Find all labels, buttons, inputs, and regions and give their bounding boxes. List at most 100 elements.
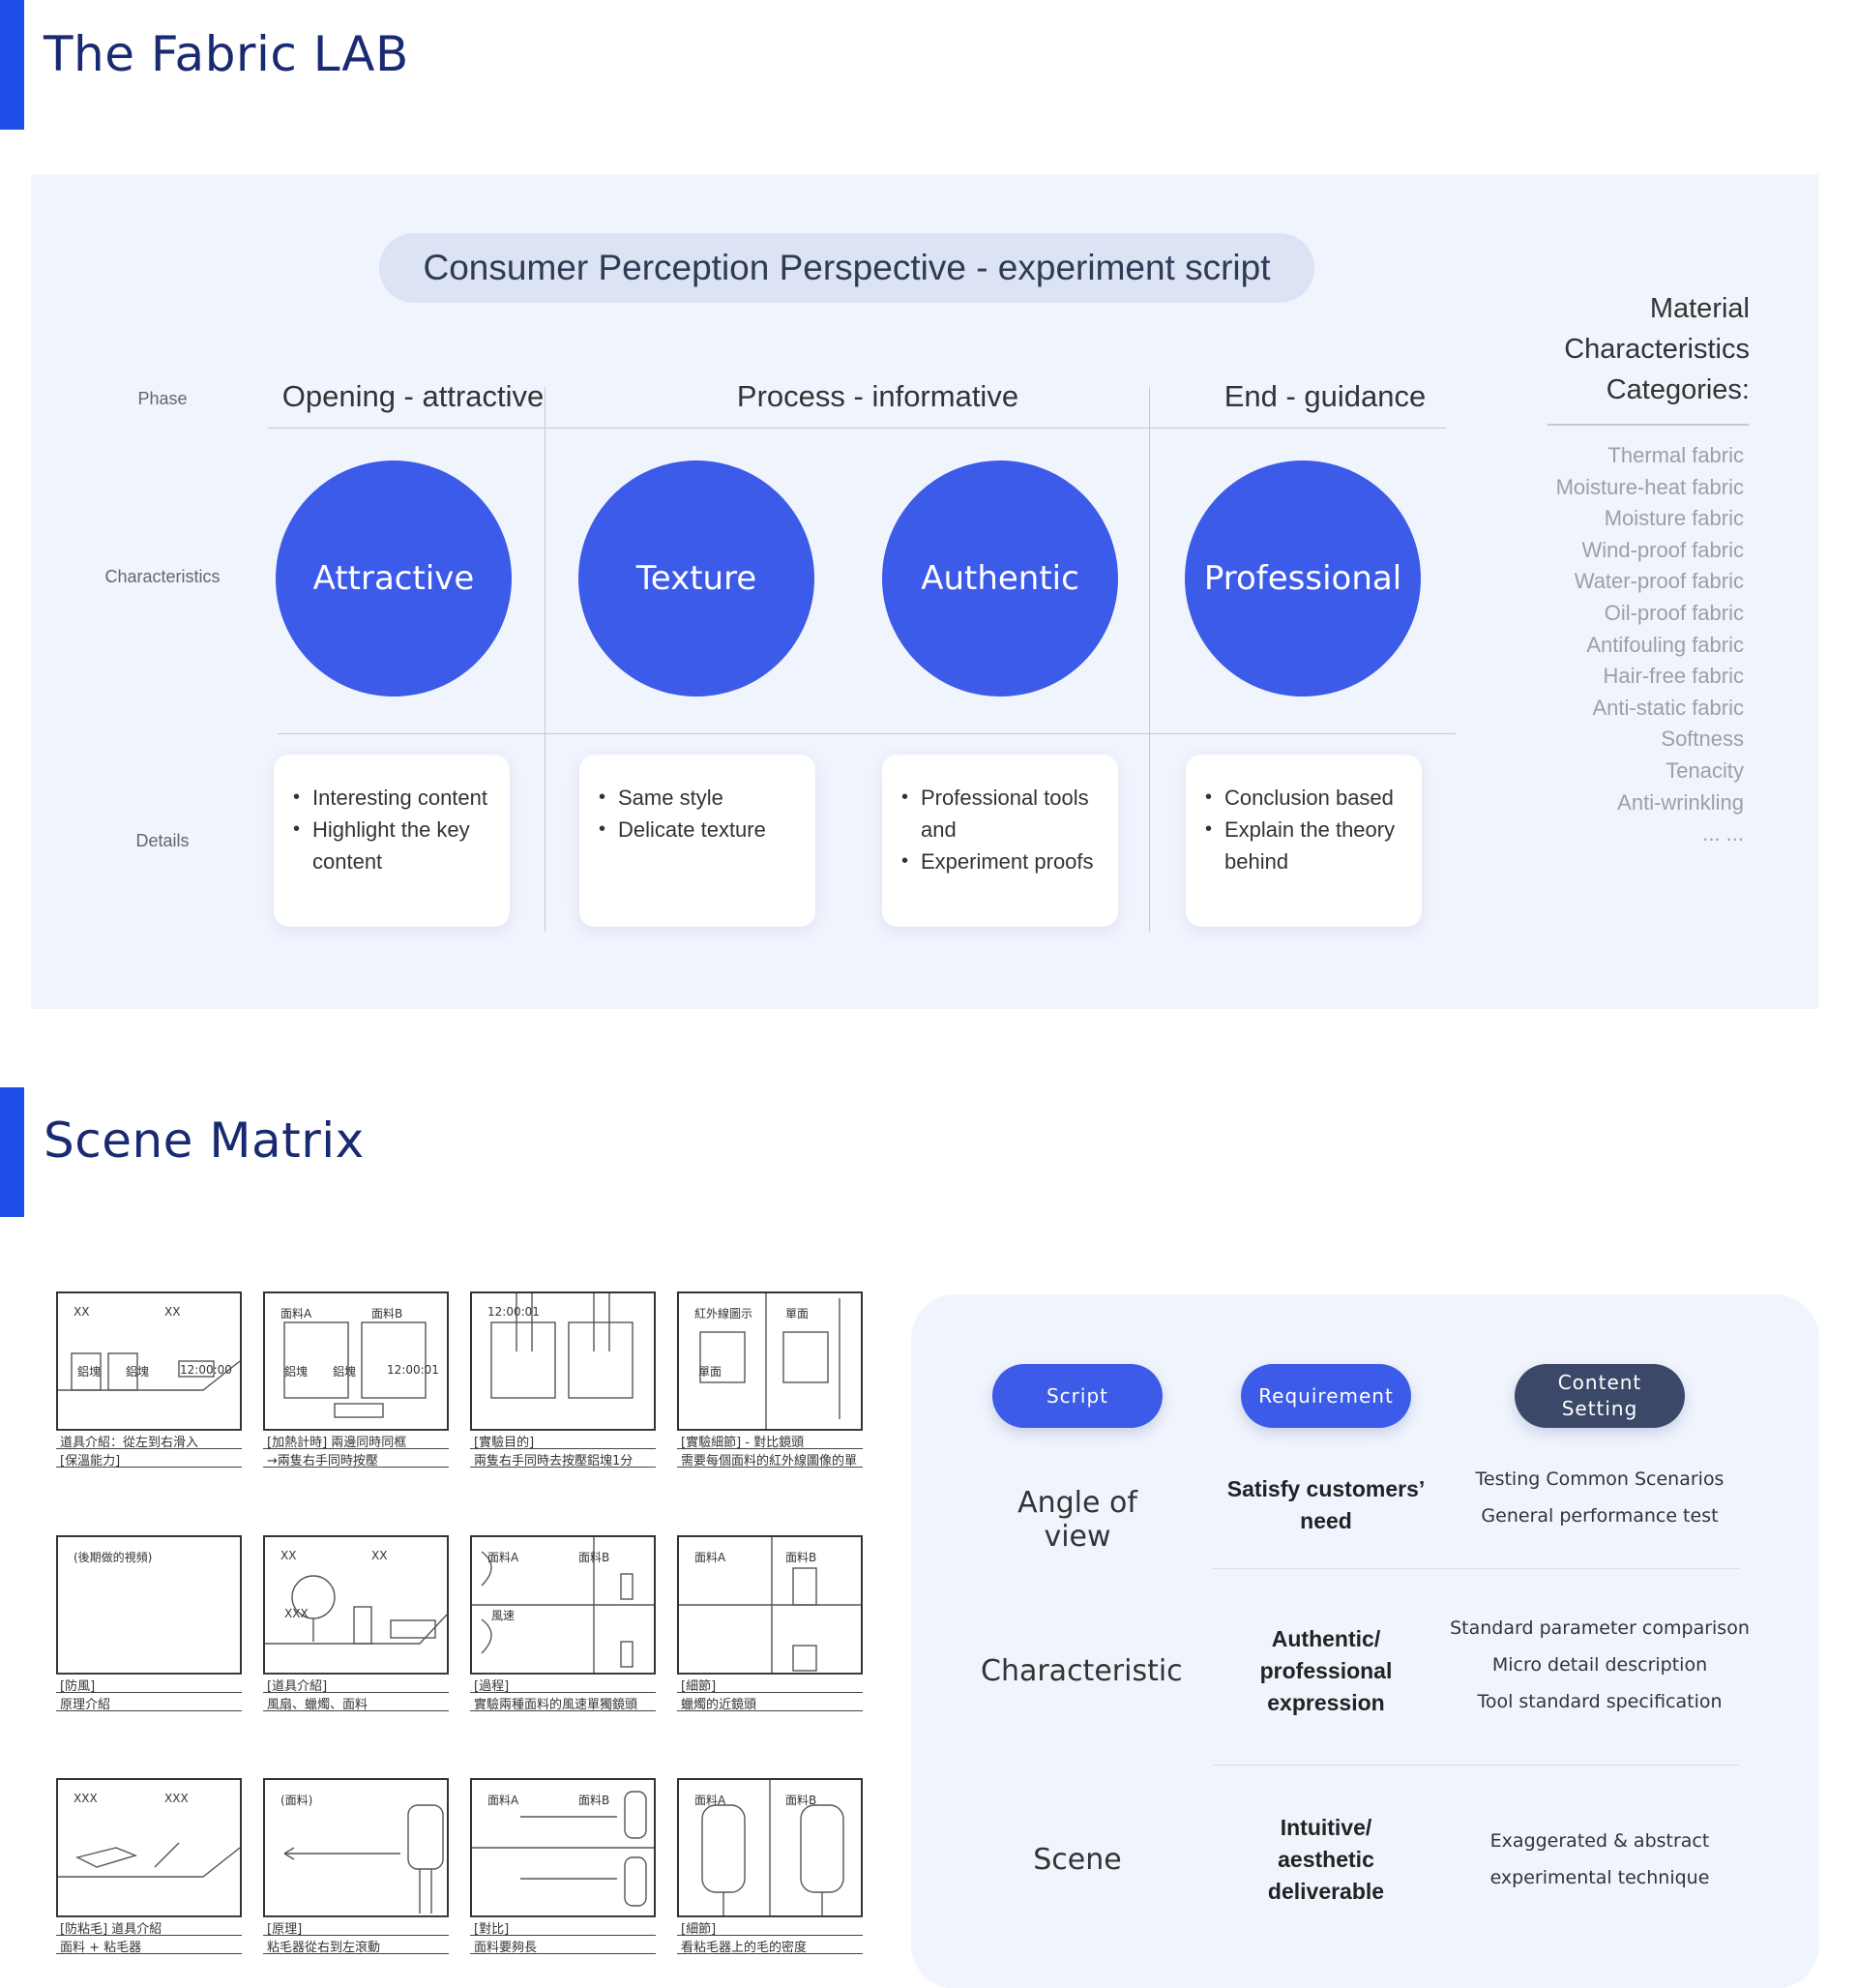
column-divider-2 — [1149, 387, 1150, 932]
sketch-label: 紅外線圖示 — [694, 1307, 753, 1320]
content-line: experimental technique — [1489, 1867, 1710, 1888]
row-characteristic: Characteristic — [981, 1654, 1183, 1688]
caption-rule — [677, 1430, 863, 1431]
row-scene: Scene — [1033, 1843, 1122, 1877]
material-item: Water-proof fabric — [1574, 569, 1744, 594]
storyboard-caption: 面料要夠長 — [474, 1941, 538, 1955]
sketch-frame: 紅外線圖示單面單面 — [677, 1291, 863, 1431]
caption-rule — [263, 1430, 449, 1431]
caption-rule — [56, 1674, 242, 1675]
section-accent-bar — [0, 1087, 24, 1217]
caption-rule — [470, 1674, 656, 1675]
storyboard-frame: 紅外線圖示單面單面[實驗細節] - 對比鏡頭需要每個面料的紅外線圖像的單 — [677, 1291, 863, 1469]
sketch-label: 面料B — [785, 1551, 817, 1564]
caption-rule — [56, 1935, 242, 1936]
caption-rule — [470, 1467, 656, 1468]
storyboard-caption: 原理介紹 — [60, 1698, 111, 1712]
caption-rule — [56, 1692, 242, 1693]
phase-process: Process - informative — [736, 379, 1019, 413]
material-item: Thermal fabric — [1607, 443, 1744, 467]
storyboard-caption: [防粘毛] 道具介紹 — [60, 1922, 162, 1937]
section-title-fabric-lab: The Fabric LAB — [44, 26, 409, 82]
caption-rule — [56, 1448, 242, 1449]
detail-item: Interesting content — [293, 782, 500, 814]
storyboard-caption: [實驗目的] — [474, 1436, 535, 1450]
detail-item: Conclusion based — [1205, 782, 1412, 814]
caption-rule — [263, 1916, 449, 1917]
detail-item: Explain the theory behind — [1205, 814, 1412, 877]
storyboard-frame: (面料)[原理]粘毛器從右到左滾動 — [263, 1778, 449, 1955]
caption-rule — [677, 1710, 863, 1711]
sketch-frame: 面料A 面料B — [677, 1535, 863, 1675]
material-item: Anti-static fabric — [1592, 695, 1745, 720]
caption-rule — [56, 1953, 242, 1954]
caption-rule — [263, 1935, 449, 1936]
material-item: Tenacity — [1665, 757, 1744, 783]
content-line: Micro detail description — [1491, 1654, 1708, 1676]
sketch-label: 面料B — [785, 1794, 817, 1807]
material-item: Moisture-heat fabric — [1555, 474, 1744, 499]
sketch-label: 鋁塊 — [77, 1365, 102, 1379]
sketch-label: 面料B — [371, 1307, 403, 1320]
row-label-details: Details — [135, 831, 190, 850]
row-angle-of-view: Angle of view — [1017, 1486, 1137, 1554]
content-angle-of-view: Testing Common Scenarios General perform… — [1440, 1461, 1759, 1534]
sketch-label: XX — [280, 1549, 297, 1562]
content-scene: Exaggerated & abstract experimental tech… — [1440, 1823, 1759, 1896]
storyboard-caption: [防風] — [60, 1679, 96, 1694]
row-label-characteristics: Characteristics — [104, 567, 221, 586]
tag-requirement: Requirement — [1241, 1364, 1411, 1428]
tag-content-setting: Content Setting — [1515, 1364, 1685, 1428]
sketch-label: XX — [164, 1305, 181, 1319]
material-item: ... ... — [1702, 821, 1744, 846]
sketch-label: 單面 — [785, 1307, 810, 1320]
phase-opening: Opening - attractive — [281, 379, 545, 413]
sketch-label: 面料A — [694, 1551, 726, 1564]
details-card-texture: Same styleDelicate texture — [579, 755, 815, 927]
detail-item: Highlight the key content — [293, 814, 500, 877]
sketch-frame: (後期做的視頻) — [56, 1535, 242, 1675]
caption-rule — [677, 1935, 863, 1936]
characteristic-circle-attractive: Attractive — [276, 460, 512, 697]
storyboard-caption: [對比] — [474, 1922, 510, 1937]
storyboard-caption: [原理] — [267, 1922, 303, 1937]
caption-rule — [470, 1916, 656, 1917]
sketch-label: 面料A — [487, 1551, 519, 1564]
sketch-frame: 12:00:01 — [470, 1291, 656, 1431]
sketch-label: 鋁塊 — [333, 1365, 357, 1379]
caption-rule — [677, 1692, 863, 1693]
phase-underline — [268, 428, 1446, 429]
section-accent-bar — [0, 0, 24, 130]
storyboard-caption: [細節] — [681, 1922, 717, 1937]
sketch-label: 面料A — [694, 1794, 726, 1807]
material-categories-title: Material Characteristics Categories: — [1564, 293, 1750, 405]
requirement-angle-of-view: Satisfy customers’ need — [1226, 1476, 1426, 1533]
material-item: Softness — [1661, 727, 1744, 752]
details-card-attractive: Interesting contentHighlight the key con… — [274, 755, 510, 927]
storyboard-caption: [實驗細節] - 對比鏡頭 — [681, 1436, 805, 1450]
sketch-label: 面料A — [280, 1307, 312, 1320]
row-separator — [1213, 1568, 1739, 1569]
material-item: Anti-wrinkling — [1617, 789, 1744, 815]
script-title-pill: Consumer Perception Perspective - experi… — [379, 233, 1314, 303]
storyboard-caption: 風扇、蠟燭、面料 — [267, 1698, 368, 1712]
caption-rule — [56, 1710, 242, 1711]
section-title-scene-matrix: Scene Matrix — [44, 1113, 365, 1169]
caption-rule — [263, 1467, 449, 1468]
caption-rule — [56, 1430, 242, 1431]
content-characteristic: Standard parameter comparison Micro deta… — [1440, 1610, 1759, 1720]
sketch-frame: 面料A 面料B — [677, 1778, 863, 1917]
storyboard-caption: →兩隻右手同時按壓 — [267, 1454, 378, 1469]
caption-rule — [470, 1692, 656, 1693]
caption-rule — [677, 1674, 863, 1675]
storyboard-caption: 需要每個面料的紅外線圖像的單 — [681, 1454, 858, 1469]
